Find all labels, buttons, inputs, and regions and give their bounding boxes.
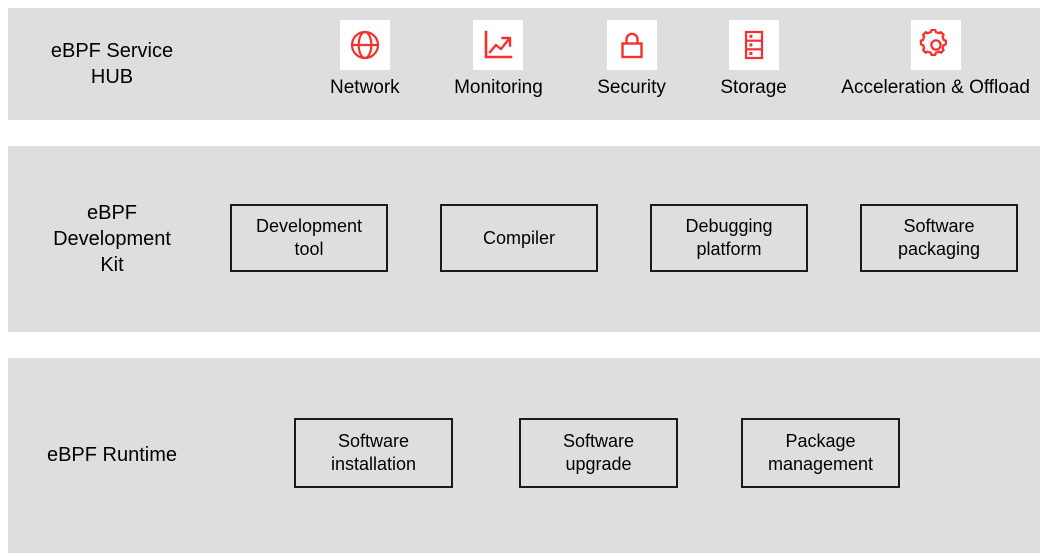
service-label-monitoring: Monitoring: [454, 77, 543, 98]
layer-title-development-kit: eBPF Development Kit: [53, 202, 171, 276]
service-item-network[interactable]: Network: [330, 20, 400, 99]
component-box-debugging-platform[interactable]: Debugging platform: [650, 204, 808, 272]
component-box-software-installation[interactable]: Software installation: [294, 418, 453, 488]
component-box-development-tool[interactable]: Development tool: [230, 204, 388, 272]
component-box-software-packaging[interactable]: Software packaging: [860, 204, 1018, 272]
layer-band-service-hub: [8, 8, 1040, 120]
service-item-security[interactable]: Security: [597, 20, 666, 99]
service-label-network: Network: [330, 77, 400, 98]
layer-title-service-hub: eBPF Service HUB: [50, 40, 174, 88]
service-item-acceleration-offload[interactable]: Acceleration & Offload: [841, 20, 1030, 99]
service-label-acceleration-offload: Acceleration & Offload: [841, 77, 1030, 98]
service-label-security: Security: [597, 77, 666, 98]
service-item-monitoring[interactable]: Monitoring: [454, 20, 543, 99]
line-chart-icon: [473, 20, 524, 70]
component-box-package-management[interactable]: Package management: [741, 418, 900, 488]
component-box-compiler[interactable]: Compiler: [440, 204, 598, 272]
component-box-software-upgrade[interactable]: Software upgrade: [519, 418, 678, 488]
globe-icon: [339, 20, 390, 70]
service-item-storage[interactable]: Storage: [720, 20, 787, 99]
service-icon-row: Network Monitoring Security: [330, 20, 1030, 112]
server-rack-icon: [728, 20, 779, 70]
layer-title-runtime: eBPF Runtime: [46, 444, 178, 466]
service-label-storage: Storage: [720, 77, 787, 98]
lock-icon: [606, 20, 657, 70]
gear-icon: [910, 20, 961, 70]
